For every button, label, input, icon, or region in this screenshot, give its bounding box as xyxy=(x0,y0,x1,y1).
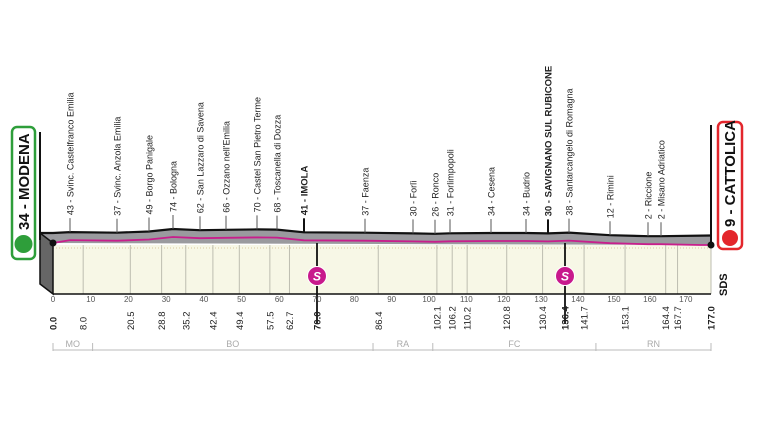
km-label: 62.7 xyxy=(285,312,296,331)
place-label: 41 - IMOLA xyxy=(300,166,311,216)
start-dot xyxy=(49,239,57,247)
province-label: MO xyxy=(66,339,81,349)
place-label: 30 - SAVIGNANO SUL RUBICONE xyxy=(544,66,555,217)
place-label: 30 - Forlì xyxy=(409,180,419,216)
sprint-symbol: S xyxy=(561,270,569,284)
km-label: 136.4 xyxy=(561,306,572,330)
km-label: 28.8 xyxy=(157,312,168,331)
finish-icon xyxy=(722,230,738,246)
place-label: 12 - Rimini xyxy=(606,175,616,218)
sprint-icon xyxy=(555,266,575,286)
start-icon xyxy=(14,235,33,253)
x-tick-label: 110 xyxy=(460,295,473,304)
sds-logo: SDS xyxy=(718,273,730,296)
x-tick-label: 150 xyxy=(607,295,621,304)
place-label: 34 - Cesena xyxy=(487,167,497,216)
place-label: 37 - Svinc. Anzola Emilia xyxy=(113,117,123,216)
km-label: 153.1 xyxy=(621,306,632,330)
km-label: 57.5 xyxy=(265,312,276,331)
x-tick-label: 20 xyxy=(124,295,133,304)
place-label: 70 - Castel San Pietro Terme xyxy=(253,97,263,212)
x-tick-label: 70 xyxy=(313,295,322,304)
place-label: 34 - Budrio xyxy=(522,172,532,216)
start-badge: 34 - MODENA xyxy=(10,125,41,261)
place-label: 43 - Svinc. Castelfranco Emilia xyxy=(66,93,76,216)
sprint-symbol: S xyxy=(313,270,321,284)
x-tick-label: 100 xyxy=(422,295,436,304)
x-tick-label: 10 xyxy=(86,295,95,304)
km-label: 86.4 xyxy=(374,312,385,331)
km-label: 177.0 xyxy=(707,306,718,330)
place-label: 37 - Faenza xyxy=(361,168,371,216)
km-label: 141.7 xyxy=(580,306,591,330)
x-tick-label: 160 xyxy=(643,295,657,304)
x-tick-label: 60 xyxy=(275,295,284,304)
finish-badge: 9 - CATTOLICA xyxy=(710,120,744,251)
province-label: BO xyxy=(226,339,239,349)
place-label: 49 - Borgo Panigale xyxy=(145,135,155,215)
finish-label: 9 - CATTOLICA xyxy=(722,120,739,227)
km-label: 102.1 xyxy=(432,306,443,330)
place-label: 66 - Ozzano nell'Emilia xyxy=(222,121,232,213)
place-label: 68 - Toscanella di Dozza xyxy=(273,115,283,213)
place-label: 26 - Ronco xyxy=(431,173,441,217)
sprint-icon xyxy=(307,266,327,286)
x-tick-label: 90 xyxy=(387,295,396,304)
km-label: 106.2 xyxy=(448,306,459,330)
x-tick-label: 30 xyxy=(162,295,171,304)
province-label: FC xyxy=(508,339,520,349)
plot-area xyxy=(53,245,711,294)
x-tick-label: 40 xyxy=(199,295,208,304)
x-tick-label: 170 xyxy=(679,295,693,304)
x-tick-label: 80 xyxy=(350,295,359,304)
place-label: 2 - Riccione xyxy=(644,172,654,220)
km-label: 110.2 xyxy=(463,307,474,330)
km-label: 70.0 xyxy=(313,312,324,331)
x-tick-label: 140 xyxy=(571,295,585,304)
km-label: 8.0 xyxy=(79,317,90,330)
province-label: RA xyxy=(397,339,410,349)
place-label: 74 - Bologna xyxy=(169,161,179,212)
km-label: 49.4 xyxy=(235,312,246,331)
km-label: 42.4 xyxy=(208,312,219,331)
place-label: 38 - Santarcangelo di Romagna xyxy=(565,89,575,216)
km-label: 164.4 xyxy=(661,306,672,330)
x-tick-label: 130 xyxy=(534,295,548,304)
province-label: RN xyxy=(647,339,660,349)
km-label: 167.7 xyxy=(673,306,684,330)
km-label: 130.4 xyxy=(538,306,549,330)
x-tick-label: 120 xyxy=(497,295,511,304)
km-label: 35.2 xyxy=(181,312,192,331)
start-label: 34 - MODENA xyxy=(16,133,33,230)
place-label: 2 - Misano Adriatico xyxy=(657,140,667,219)
place-label: 62 - San Lazzaro di Savena xyxy=(196,102,206,213)
x-tick-label: 50 xyxy=(237,295,246,304)
place-label: 31 - Forlimpopoli xyxy=(446,149,456,216)
km-label: 120.8 xyxy=(502,306,513,330)
x-tick-label: 0 xyxy=(51,295,56,304)
km-label: 0.0 xyxy=(49,317,60,330)
km-label: 20.5 xyxy=(126,312,137,331)
route-line xyxy=(52,236,711,246)
